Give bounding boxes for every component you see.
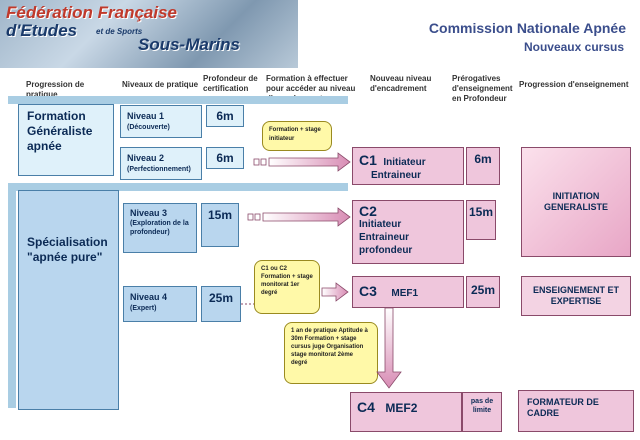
instructor-c1: C1 Initiateur Entraineur xyxy=(352,147,464,185)
col-header-nouveau-niveau: Nouveau niveau d'encadrement xyxy=(370,74,432,93)
teaching-initiation: INITIATION GENERALISTE xyxy=(521,147,631,257)
separator-bar-middle xyxy=(8,183,348,191)
level-1-depth: 6m xyxy=(206,105,244,127)
instructor-c4-title: MEF2 xyxy=(385,401,418,415)
instructor-c2-depth: 15m xyxy=(466,200,496,240)
arrow-to-c3 xyxy=(321,282,349,302)
col-header-profondeur: Profondeur de certification xyxy=(203,74,258,93)
teaching-expertise: ENSEIGNEMENT ET EXPERTISE xyxy=(521,276,631,316)
logo-line-2: d'Etudes xyxy=(6,21,78,40)
instructor-c4: C4 MEF2 xyxy=(350,392,462,432)
instructor-c1-subtitle: Entraineur xyxy=(371,170,422,181)
col-header-progression: Progression de pratique xyxy=(26,80,85,99)
level-4-name: Niveau 4 xyxy=(130,292,168,302)
level-4-depth: 25m xyxy=(201,286,241,322)
col-header-niveaux: Niveaux de pratique xyxy=(122,80,199,89)
instructor-c3-depth: 25m xyxy=(466,276,500,308)
separator-bar-vertical xyxy=(8,183,16,408)
group-formation-label: Formation Généraliste apnée xyxy=(27,109,93,153)
ffessm-logo: Fédération Française d'Etudes et de Spor… xyxy=(0,0,298,68)
instructor-c4-code: C4 xyxy=(357,399,375,415)
col-header-progression-enseignement: Progression d'enseignement xyxy=(519,80,629,89)
page-title: Commission Nationale Apnée xyxy=(428,20,626,36)
arrow-to-c2 xyxy=(247,207,351,227)
level-4: Niveau 4 (Expert) xyxy=(123,286,197,322)
page-subtitle: Nouveaux cursus xyxy=(523,40,624,54)
logo-line-1: Fédération Française xyxy=(6,3,178,22)
separator-bar-top xyxy=(8,96,348,104)
level-2-depth: 6m xyxy=(206,147,244,169)
level-2-desc: (Perfectionnement) xyxy=(127,166,191,173)
group-specialisation-label: Spécialisation "apnée pure" xyxy=(27,235,108,264)
level-2-name: Niveau 2 xyxy=(127,153,165,163)
instructor-c1-code: C1 xyxy=(359,152,377,168)
level-3-name: Niveau 3 xyxy=(130,208,168,218)
training-monitorat-2: 1 an de pratique Aptitude à 30m Formatio… xyxy=(284,322,378,384)
logo-line-4: Sous-Marins xyxy=(138,35,241,54)
instructor-c2: C2 Initiateur Entraineur profondeur xyxy=(352,200,464,264)
instructor-c4-depth: pas de limite xyxy=(462,392,502,432)
level-4-desc: (Expert) xyxy=(130,305,157,312)
level-3-desc: (Exploration de la profondeur) xyxy=(130,220,189,236)
level-2: Niveau 2 (Perfectionnement) xyxy=(120,147,202,180)
instructor-c3: C3 MEF1 xyxy=(352,276,464,308)
instructor-c3-code: C3 xyxy=(359,283,377,299)
arrow-to-c4 xyxy=(376,307,402,389)
instructor-c2-code: C2 xyxy=(359,203,377,219)
instructor-c1-title: Initiateur xyxy=(383,157,426,168)
group-formation-generaliste: Formation Généraliste apnée xyxy=(18,104,114,176)
instructor-c3-title: MEF1 xyxy=(391,288,419,299)
group-specialisation: Spécialisation "apnée pure" xyxy=(18,190,119,410)
training-initiateur: Formation + stage initiateur xyxy=(262,121,332,151)
level-3: Niveau 3 (Exploration de la profondeur) xyxy=(123,203,197,253)
level-1-name: Niveau 1 xyxy=(127,111,165,121)
logo-line-3: et de Sports xyxy=(96,27,143,36)
instructor-c1-depth: 6m xyxy=(466,147,500,185)
arrow-to-c1 xyxy=(253,152,351,172)
instructor-c2-title: Initiateur xyxy=(359,219,402,230)
training-monitorat-1: C1 ou C2 Formation + stage monitorat 1er… xyxy=(254,260,320,314)
level-1: Niveau 1 (Découverte) xyxy=(120,105,202,138)
instructor-c2-subtitle: Entraineur profondeur xyxy=(359,232,413,256)
teaching-formateur: FORMATEUR DE CADRE xyxy=(518,390,634,432)
level-3-depth: 15m xyxy=(201,203,239,247)
col-header-prerogatives: Prérogatives d'enseignement en Profondeu… xyxy=(452,74,513,103)
level-1-desc: (Découverte) xyxy=(127,124,170,131)
